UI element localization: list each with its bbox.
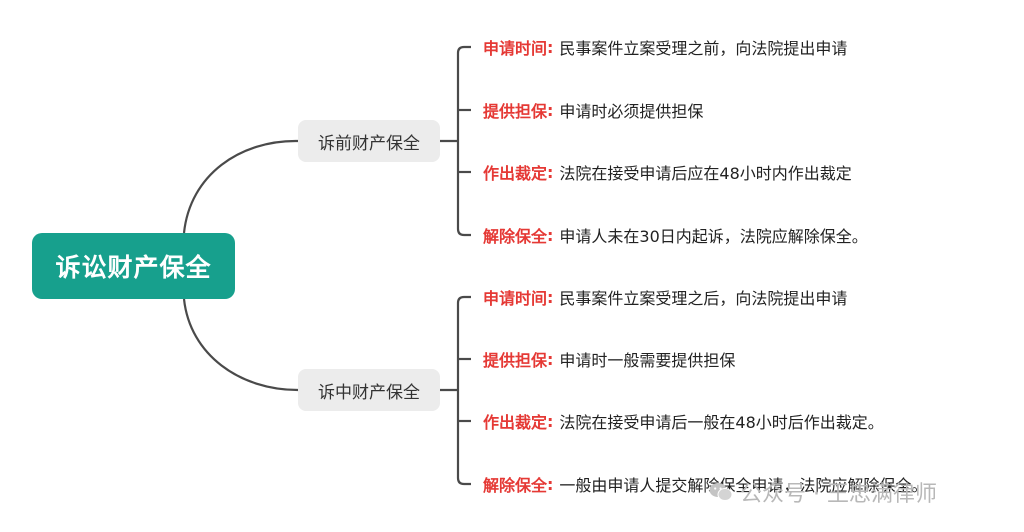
- leaf-key: 提供担保: [483, 351, 548, 370]
- branch-label: 诉前财产保全: [318, 133, 420, 154]
- watermark-text: 公众号 · 王忠满律师: [740, 482, 937, 507]
- leaf-value: 申请人未在30日内起诉，法院应解除保全。: [559, 227, 868, 246]
- leaf-b2-guarantee: 提供担保: 申请时一般需要提供担保: [483, 346, 735, 372]
- leaf-b2-release: 解除保全: 一般由申请人提交解除保全申请，法院应解除保全。: [483, 471, 927, 497]
- leaf-separator: :: [547, 349, 554, 369]
- leaf-key: 解除保全: [483, 476, 548, 495]
- leaf-b1-ruling: 作出裁定: 法院在接受申请后应在48小时内作出裁定: [483, 159, 852, 185]
- connector-root-branch-1: [182, 139, 299, 234]
- leaf-key: 作出裁定: [483, 164, 548, 183]
- leaf-b1-application-time: 申请时间: 民事案件立案受理之前，向法院提出申请: [483, 34, 847, 60]
- leaf-value: 民事案件立案受理之后，向法院提出申请: [559, 289, 848, 308]
- leaf-separator: :: [547, 100, 554, 120]
- leaf-b2-ruling: 作出裁定: 法院在接受申请后一般在48小时后作出裁定。: [483, 408, 884, 434]
- branch-node-in-litigation: 诉中财产保全: [298, 369, 440, 411]
- wechat-icon: [709, 483, 733, 501]
- leaf-value: 法院在接受申请后应在48小时内作出裁定: [559, 164, 852, 183]
- branch-node-pre-litigation: 诉前财产保全: [298, 120, 440, 162]
- root-node-label: 诉讼财产保全: [55, 253, 212, 282]
- leaf-b2-application-time: 申请时间: 民事案件立案受理之后，向法院提出申请: [483, 284, 847, 310]
- leaf-separator: :: [547, 37, 554, 57]
- leaf-key: 申请时间: [483, 39, 548, 58]
- branch-label: 诉中财产保全: [318, 382, 420, 403]
- leaf-value: 一般由申请人提交解除保全申请，法院应解除保全。: [559, 476, 928, 495]
- leaf-b1-release: 解除保全: 申请人未在30日内起诉，法院应解除保全。: [483, 222, 868, 248]
- root-node: 诉讼财产保全: [32, 233, 235, 299]
- connector-root-branch-2: [182, 298, 299, 392]
- leaf-key: 提供担保: [483, 102, 548, 121]
- leaf-value: 民事案件立案受理之前，向法院提出申请: [559, 39, 848, 58]
- leaf-value: 法院在接受申请后一般在48小时后作出裁定。: [559, 413, 884, 432]
- leaf-separator: :: [547, 474, 554, 494]
- leaf-separator: :: [547, 225, 554, 245]
- leaf-separator: :: [547, 162, 554, 182]
- watermark: 公众号 · 王忠满律师: [708, 476, 937, 508]
- leaf-separator: :: [547, 287, 554, 307]
- bracket-branch-1: [456, 45, 471, 237]
- leaf-key: 解除保全: [483, 227, 548, 246]
- leaf-key: 申请时间: [483, 289, 548, 308]
- leaf-key: 作出裁定: [483, 413, 548, 432]
- leaf-b1-guarantee: 提供担保: 申请时必须提供担保: [483, 97, 703, 123]
- bracket-branch-2: [456, 295, 471, 486]
- leaf-value: 申请时一般需要提供担保: [559, 351, 736, 370]
- leaf-value: 申请时必须提供担保: [559, 102, 704, 121]
- leaf-separator: :: [547, 411, 554, 431]
